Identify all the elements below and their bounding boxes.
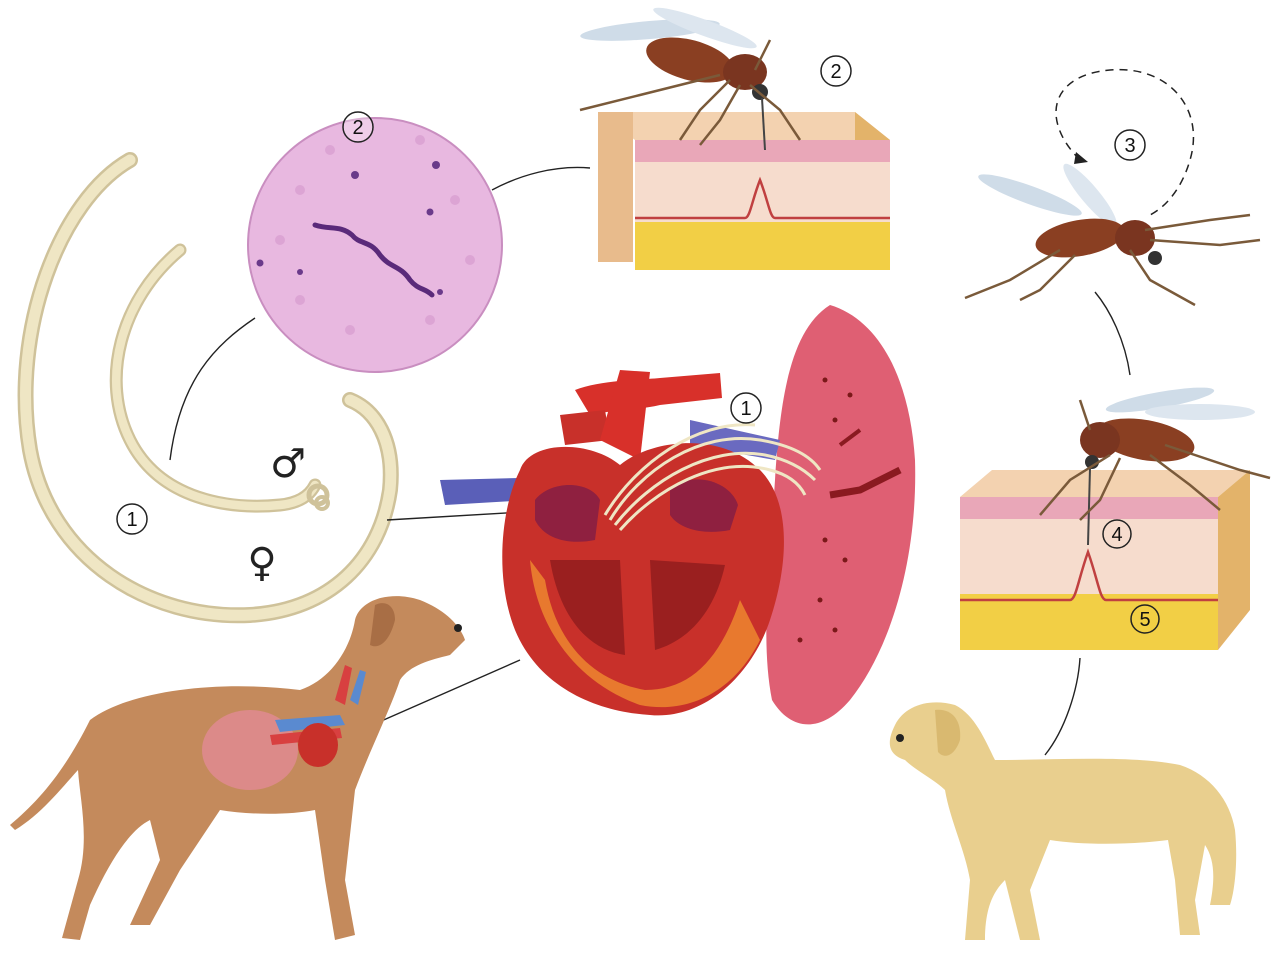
skin-block-right-icon [960, 470, 1250, 650]
stage-4-skin-entry-label: 4 [1103, 520, 1131, 548]
svg-text:2: 2 [830, 61, 841, 83]
dog-infected-icon [10, 596, 465, 940]
mosquito-development-icon [965, 70, 1260, 305]
stage-2-microfilaria-label: 2 [343, 112, 373, 142]
stage-2-mosquito-label: 2 [821, 56, 851, 86]
svg-text:3: 3 [1124, 135, 1135, 157]
svg-text:2: 2 [352, 117, 363, 139]
heart-icon [440, 370, 820, 715]
stage-3-mosquito-label: 3 [1115, 130, 1145, 160]
female-symbol: ♀ [247, 540, 276, 586]
svg-text:5: 5 [1139, 609, 1150, 631]
stage-1-worms-label: 1 [117, 504, 147, 534]
dog-healthy-icon [890, 702, 1236, 940]
svg-text:1: 1 [740, 398, 751, 420]
lung-icon [766, 305, 915, 724]
skin-block-icon [598, 112, 890, 270]
male-symbol: ♂ [270, 441, 306, 487]
microfilaria-icon [248, 118, 502, 372]
stage-5-tissue-label: 5 [1131, 605, 1159, 633]
stage-1-heart-label: 1 [731, 393, 761, 423]
svg-text:1: 1 [126, 509, 137, 531]
svg-text:4: 4 [1111, 524, 1122, 546]
